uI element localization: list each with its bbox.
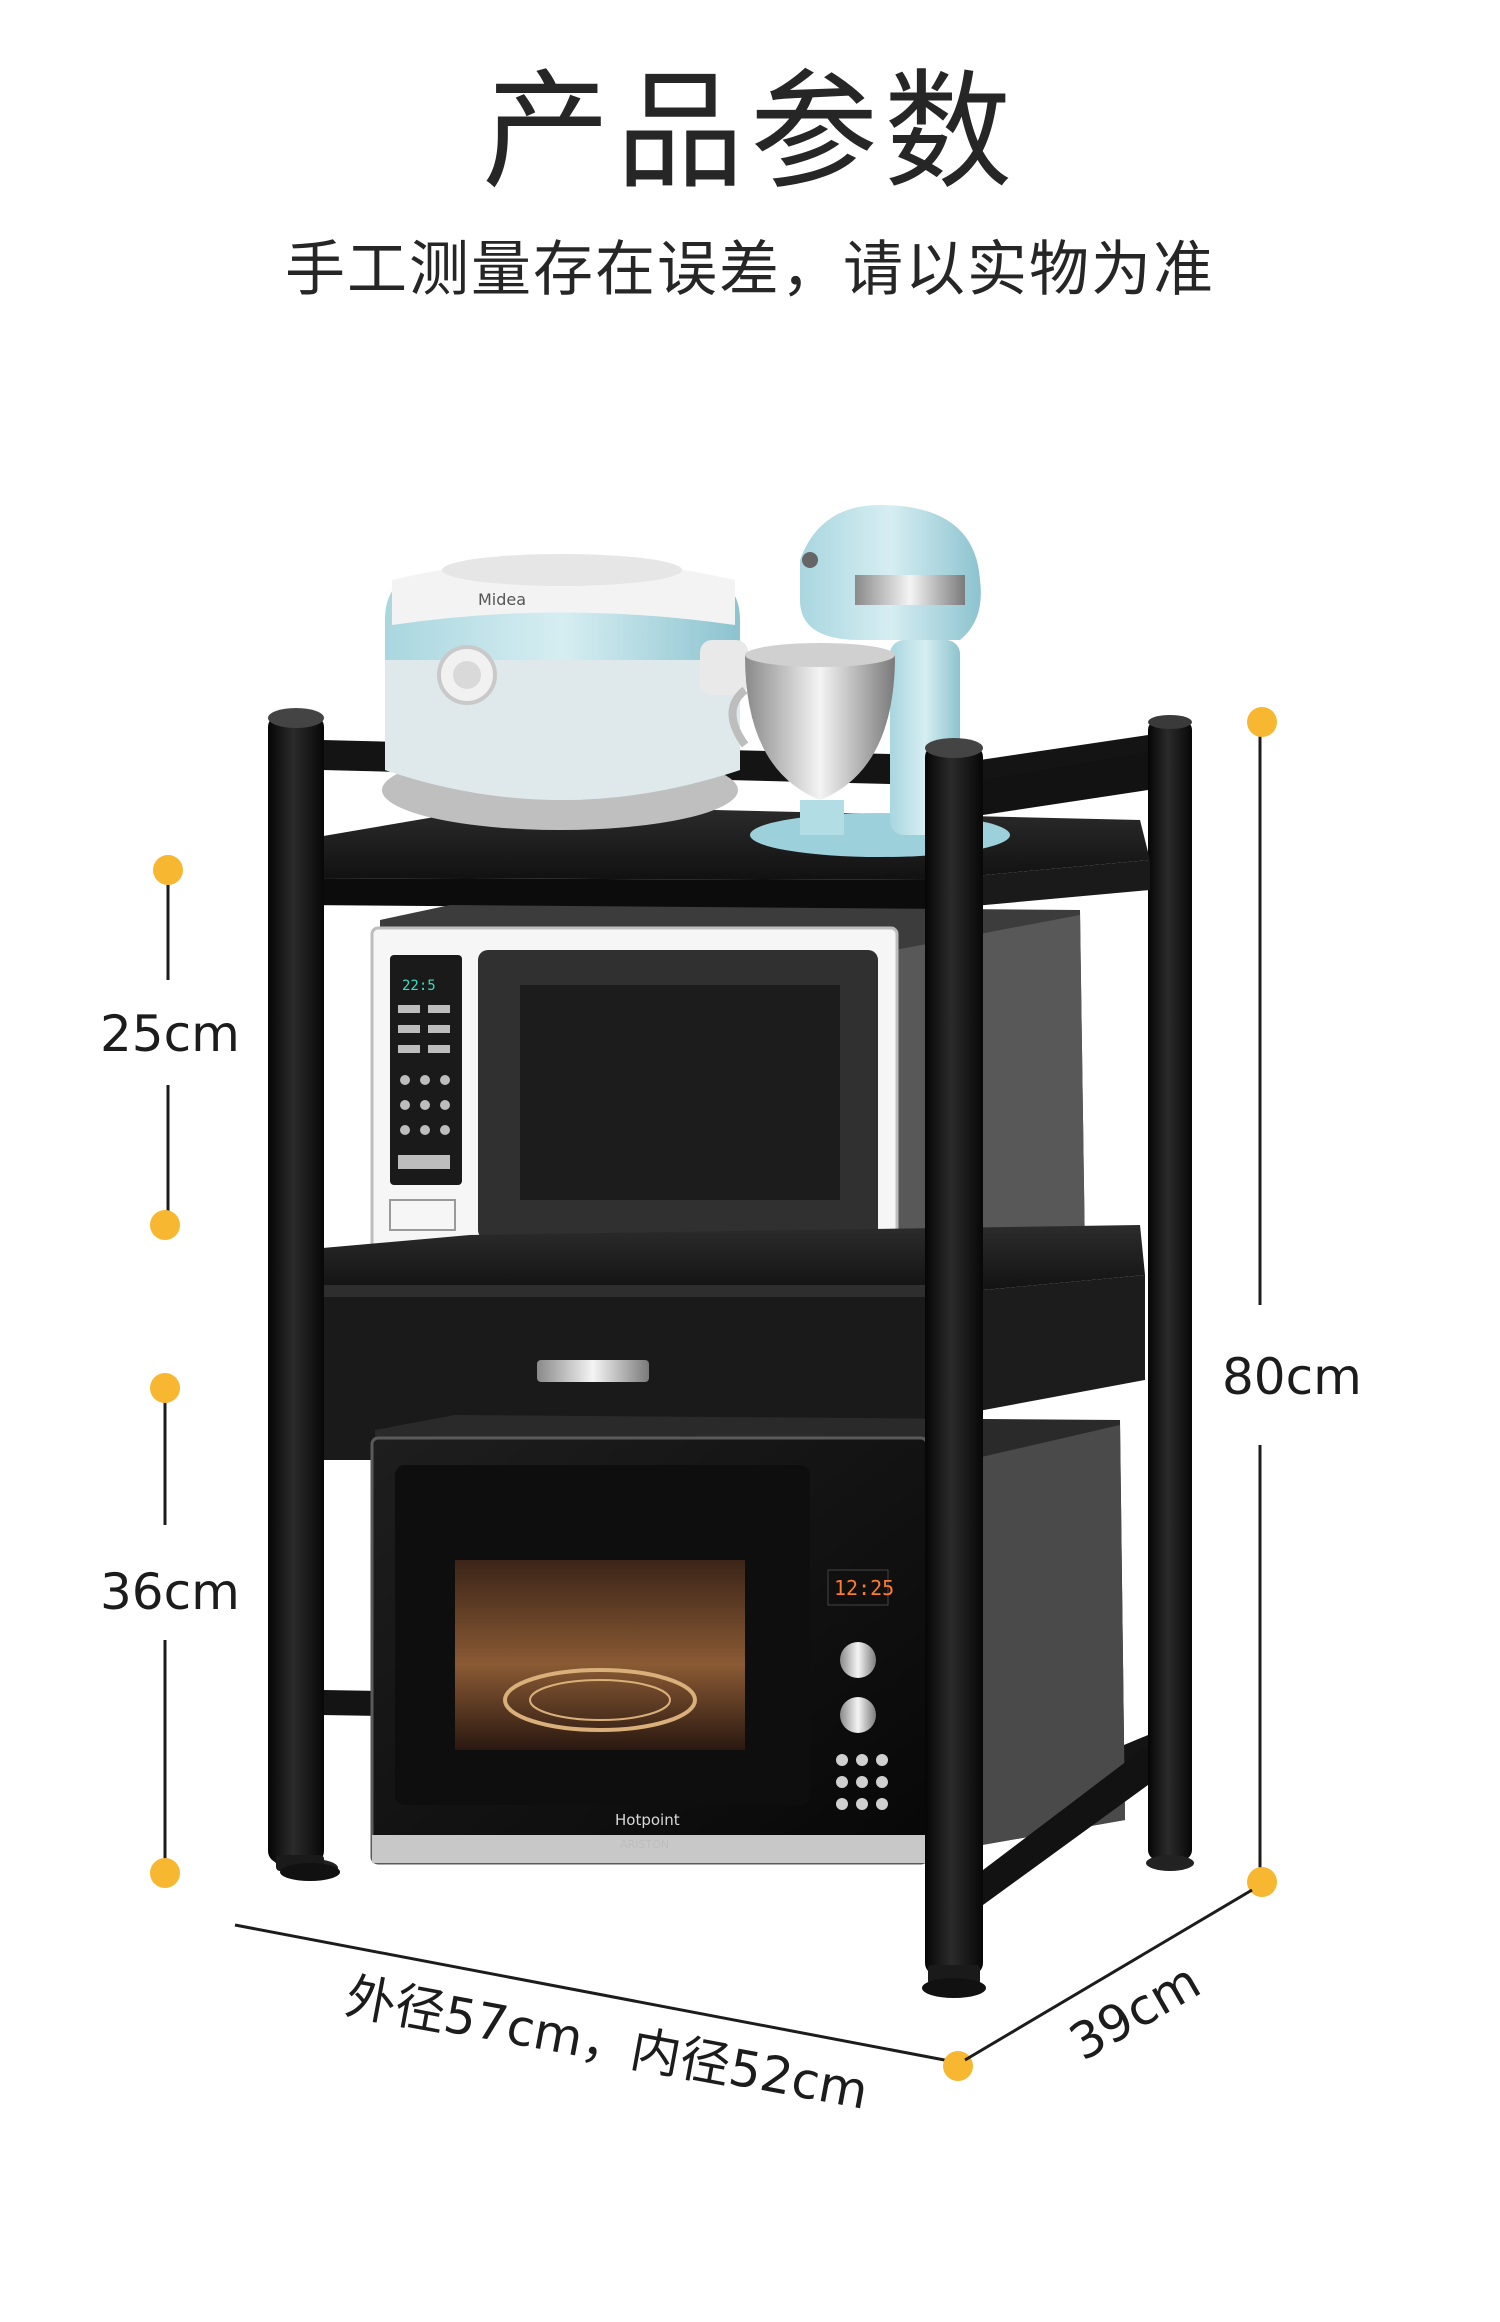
upper-microwave-display: 22:5 (402, 978, 436, 994)
marker-dot (150, 1210, 180, 1240)
dimension-total-height (1247, 707, 1277, 1897)
rack-front-left-post (268, 708, 340, 1881)
total-height-label: 80cm (1222, 1343, 1362, 1411)
rice-cooker-brand: Midea (478, 590, 526, 609)
rack-back-right-post (1146, 715, 1194, 1871)
upper-microwave: 22:5 LG (370, 905, 1085, 1292)
marker-dot (1247, 1867, 1277, 1897)
dimension-depth (964, 1888, 1253, 2062)
lower-microwave: 12:25 Hotpoint ARISTON (370, 1415, 1125, 1865)
lower-microwave-subbrand: ARISTON (620, 1838, 669, 1851)
top-shelf (300, 805, 1150, 910)
drawer-handle[interactable] (537, 1360, 649, 1382)
marker-dot (1247, 707, 1277, 737)
marker-dot (153, 855, 183, 885)
rack-front-rails (983, 752, 1148, 1905)
marker-dot (943, 2051, 973, 2081)
dimension-upper-tier (150, 855, 183, 1240)
lower-tier-height-label: 36cm (100, 1558, 240, 1626)
rice-cooker: Midea (382, 554, 748, 830)
marker-dot (150, 1373, 180, 1403)
lower-microwave-display: 12:25 (834, 1576, 894, 1600)
rack-front-right-post (922, 738, 986, 1998)
dimension-lower-tier (150, 1373, 180, 1888)
upper-tier-height-label: 25cm (100, 1000, 240, 1068)
page-title: 产品参数 (481, 58, 1018, 207)
marker-dot (150, 1858, 180, 1888)
lower-microwave-brand: Hotpoint (615, 1811, 680, 1829)
page-subtitle: 手工测量存在误差，请以实物为准 (285, 235, 1215, 305)
